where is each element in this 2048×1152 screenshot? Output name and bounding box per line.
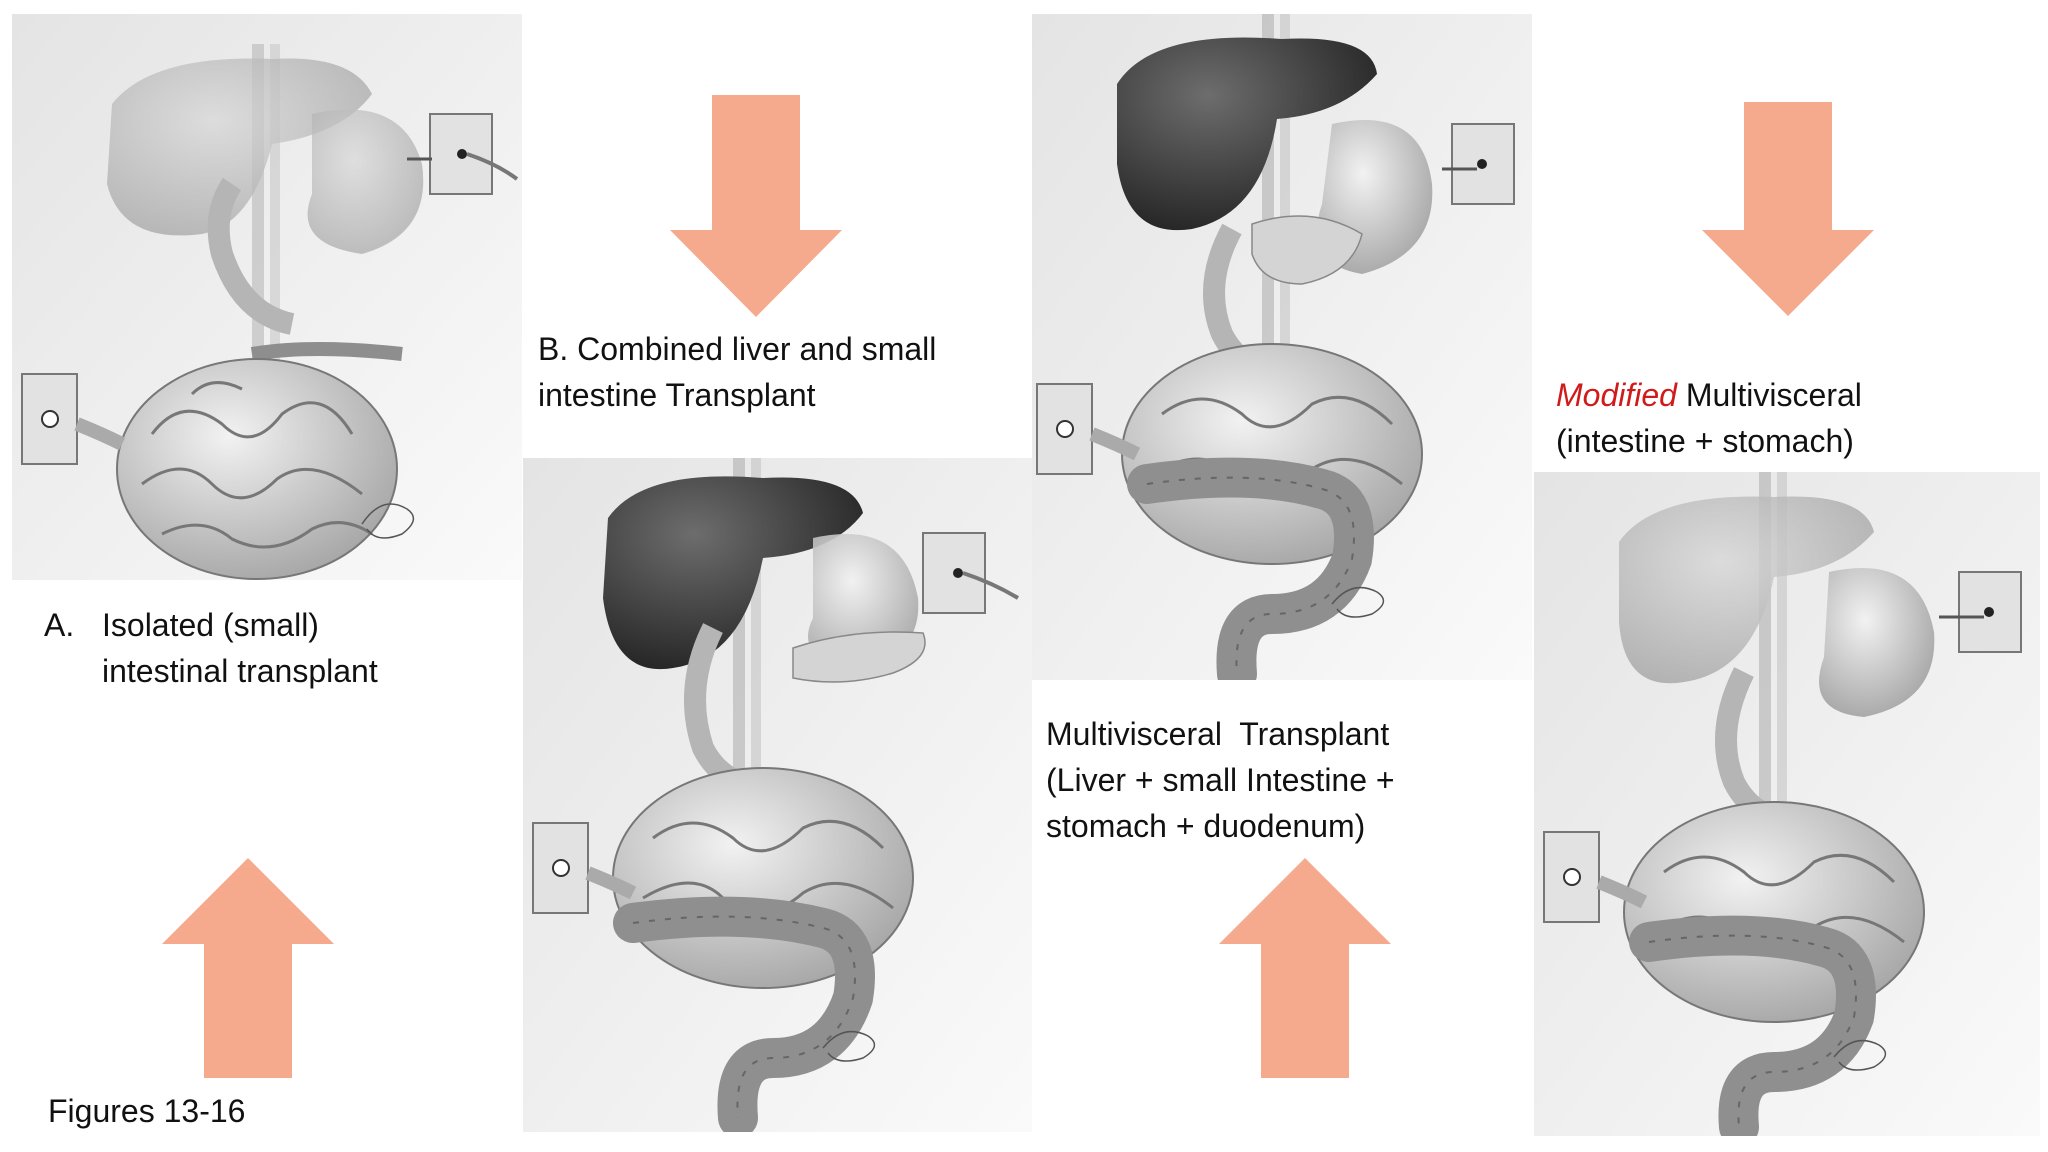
caption-a-line1: Isolated (small) [102,607,319,643]
caption-a-line2: intestinal transplant [102,653,378,689]
caption-multivisceral: Multivisceral Transplant (Liver + small … [1046,711,1395,849]
arrow-down-d [1702,102,1874,316]
illustration-isolated-intestine [12,14,522,580]
arrow-down-b [670,95,842,317]
caption-c-line2: (Liver + small Intestine + [1046,762,1395,798]
caption-d-line2: (intestine + stomach) [1556,423,1854,459]
caption-d-line1-rest: Multivisceral [1676,377,1862,413]
caption-b-line1: B. Combined liver and small [538,331,937,367]
arrow-up-a [162,858,334,1078]
illustration-liver-small-intestine [523,458,1032,1132]
caption-combined-liver-intestine: B. Combined liver and small intestine Tr… [538,326,936,418]
figures-label: Figures 13-16 [48,1088,245,1134]
illustration-modified-multivisceral [1534,472,2040,1136]
caption-modified-multivisceral: Modified Multivisceral (intestine + stom… [1556,372,1862,464]
caption-b-line2: intestine Transplant [538,377,816,413]
arrow-up-c [1219,858,1391,1078]
caption-a-marker: A. [44,607,75,643]
figures-label-text: Figures 13-16 [48,1093,246,1129]
caption-c-line1: Multivisceral Transplant [1046,716,1390,752]
caption-isolated-intestinal: A. Isolated (small) intestinal transplant [44,602,378,694]
caption-d-emphasis: Modified [1556,377,1677,413]
caption-c-line3: stomach + duodenum) [1046,808,1366,844]
illustration-multivisceral [1032,14,1532,680]
